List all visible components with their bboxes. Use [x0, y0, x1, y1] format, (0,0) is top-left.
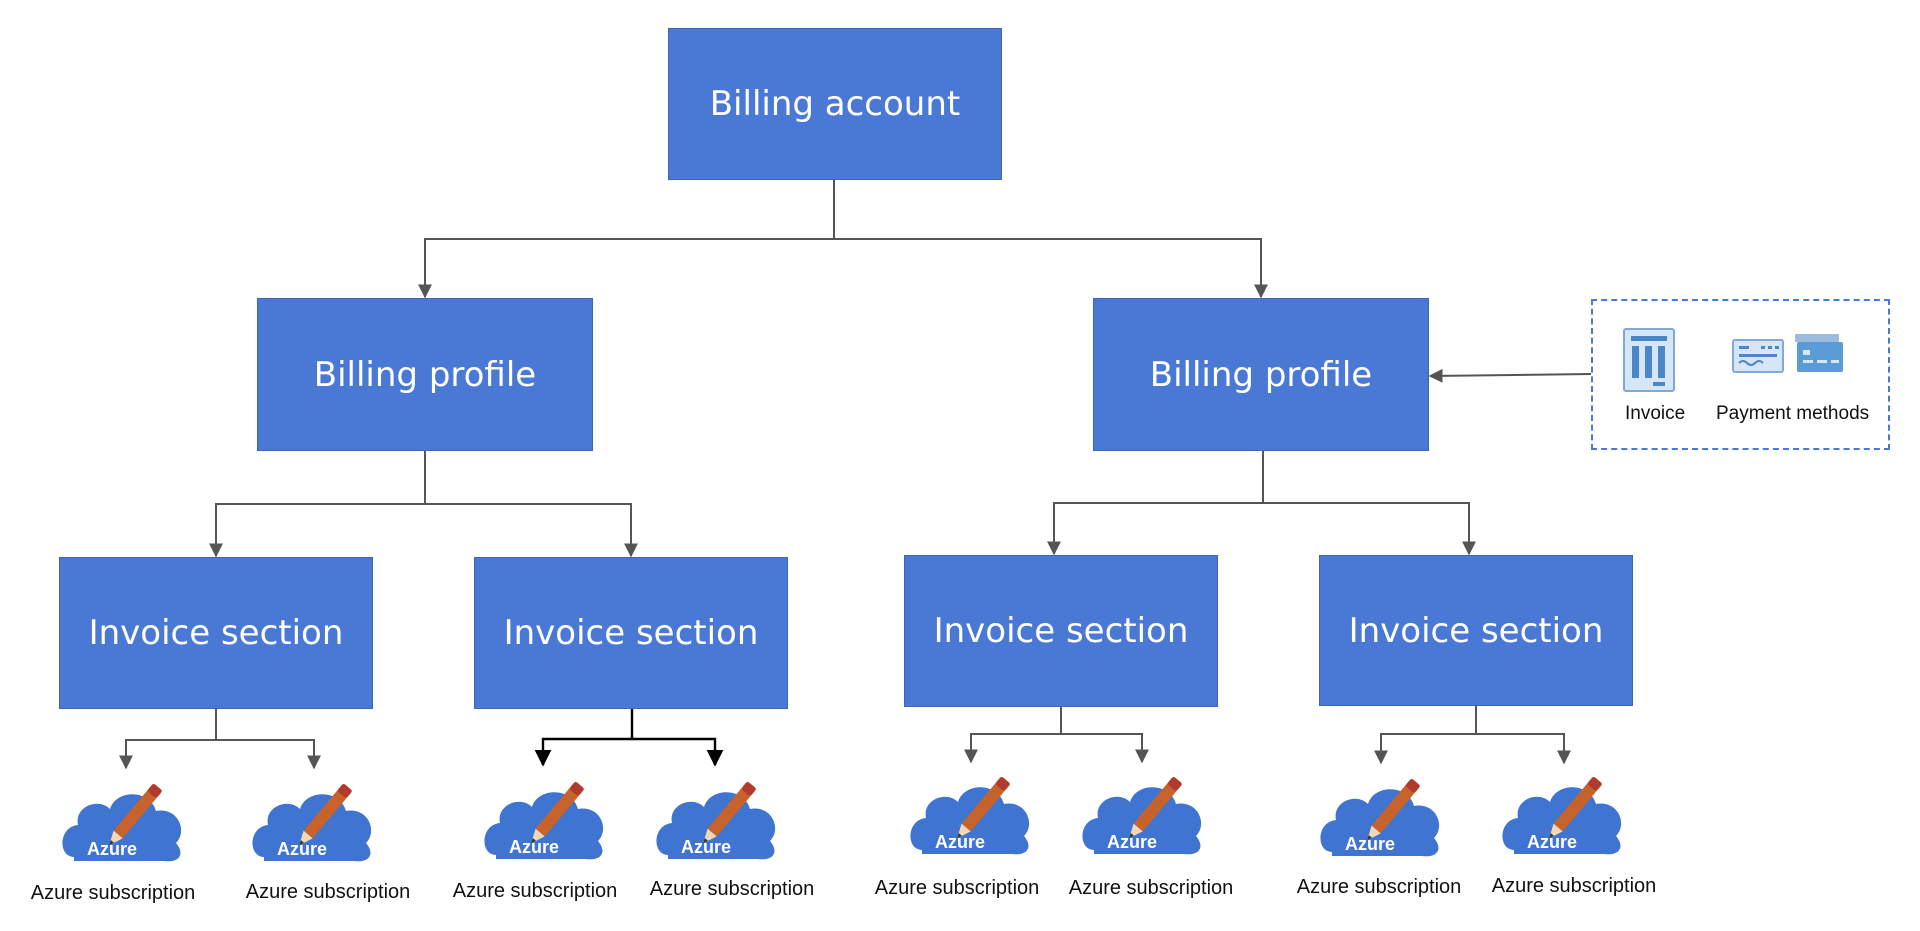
billing-profile-label: Billing profile [1149, 354, 1373, 395]
azure-badge-text: Azure [935, 832, 985, 852]
connector-profile2-to-section-4 [1263, 502, 1476, 556]
azure-cloud-icon: Azure [1320, 778, 1440, 857]
azure-badge-text: Azure [87, 839, 137, 859]
billing-account-box: Billing account [668, 28, 1002, 180]
azure-badge-text: Azure [277, 839, 327, 859]
subscription-label: Azure subscription [30, 882, 196, 904]
connector-section2-to-sub-3 [534, 737, 632, 767]
invoice-icon [1623, 328, 1675, 392]
subscription-label: Azure subscription [874, 877, 1040, 899]
azure-cloud-icon: Azure [656, 781, 776, 860]
connector-legend-to-profile-2 [1428, 368, 1592, 383]
azure-cloud-icon: Azure [62, 783, 182, 862]
connector-section1-to-sub-1 [119, 739, 216, 770]
azure-badge-text: Azure [1345, 834, 1395, 854]
billing-profile-legend [1591, 299, 1890, 450]
connector-section4-to-sub-8 [1476, 733, 1571, 765]
connector-section4-to-sub-7 [1374, 733, 1476, 765]
invoice-section-label: Invoice section [88, 613, 344, 653]
azure-badge-text: Azure [1527, 832, 1577, 852]
connector-section1-to-sub-2 [216, 739, 321, 770]
billing-profile-label: Billing profile [313, 354, 537, 395]
connector-section2-to-sub-4 [632, 737, 724, 767]
azure-cloud-icon: Azure [484, 781, 604, 860]
azure-cloud-icon: Azure [252, 783, 372, 862]
invoice-section-box: Invoice section [474, 557, 788, 709]
subscription-label: Azure subscription [245, 881, 411, 903]
azure-badge-text: Azure [509, 837, 559, 857]
payment-methods-legend-label: Payment methods [1716, 403, 1870, 424]
invoice-section-label: Invoice section [933, 611, 1189, 651]
billing-profile-box: Billing profile [1093, 298, 1429, 451]
azure-badge-text: Azure [1107, 832, 1157, 852]
payment-methods-icon [1732, 334, 1843, 373]
invoice-section-label: Invoice section [1348, 610, 1604, 651]
invoice-section-label: Invoice section [503, 613, 759, 653]
connector-account-to-profile-1 [418, 238, 834, 299]
billing-account-label: Billing account [709, 84, 961, 124]
azure-cloud-icon: Azure [1082, 776, 1202, 855]
invoice-section-box: Invoice section [1319, 555, 1633, 706]
connector-account-to-profile-2 [834, 238, 1268, 299]
azure-badge-text: Azure [681, 837, 731, 857]
azure-cloud-icon: Azure [910, 776, 1030, 855]
subscription-label: Azure subscription [1491, 875, 1657, 897]
azure-cloud-icon: Azure [1502, 776, 1622, 855]
subscription-label: Azure subscription [452, 880, 618, 902]
invoice-section-box: Invoice section [59, 557, 373, 709]
connector-profile2-to-section-3 [1047, 502, 1263, 556]
invoice-section-box: Invoice section [904, 555, 1218, 707]
connector-profile1-to-section-2 [425, 503, 638, 558]
subscription-label: Azure subscription [1068, 877, 1234, 899]
connector-section3-to-sub-5 [964, 733, 1061, 764]
subscription-label: Azure subscription [649, 878, 815, 900]
invoice-legend-label: Invoice [1625, 403, 1686, 424]
subscription-label: Azure subscription [1296, 876, 1462, 898]
connector-profile1-to-section-1 [209, 503, 425, 558]
billing-profile-box: Billing profile [257, 298, 593, 451]
connector-section3-to-sub-6 [1061, 733, 1149, 764]
